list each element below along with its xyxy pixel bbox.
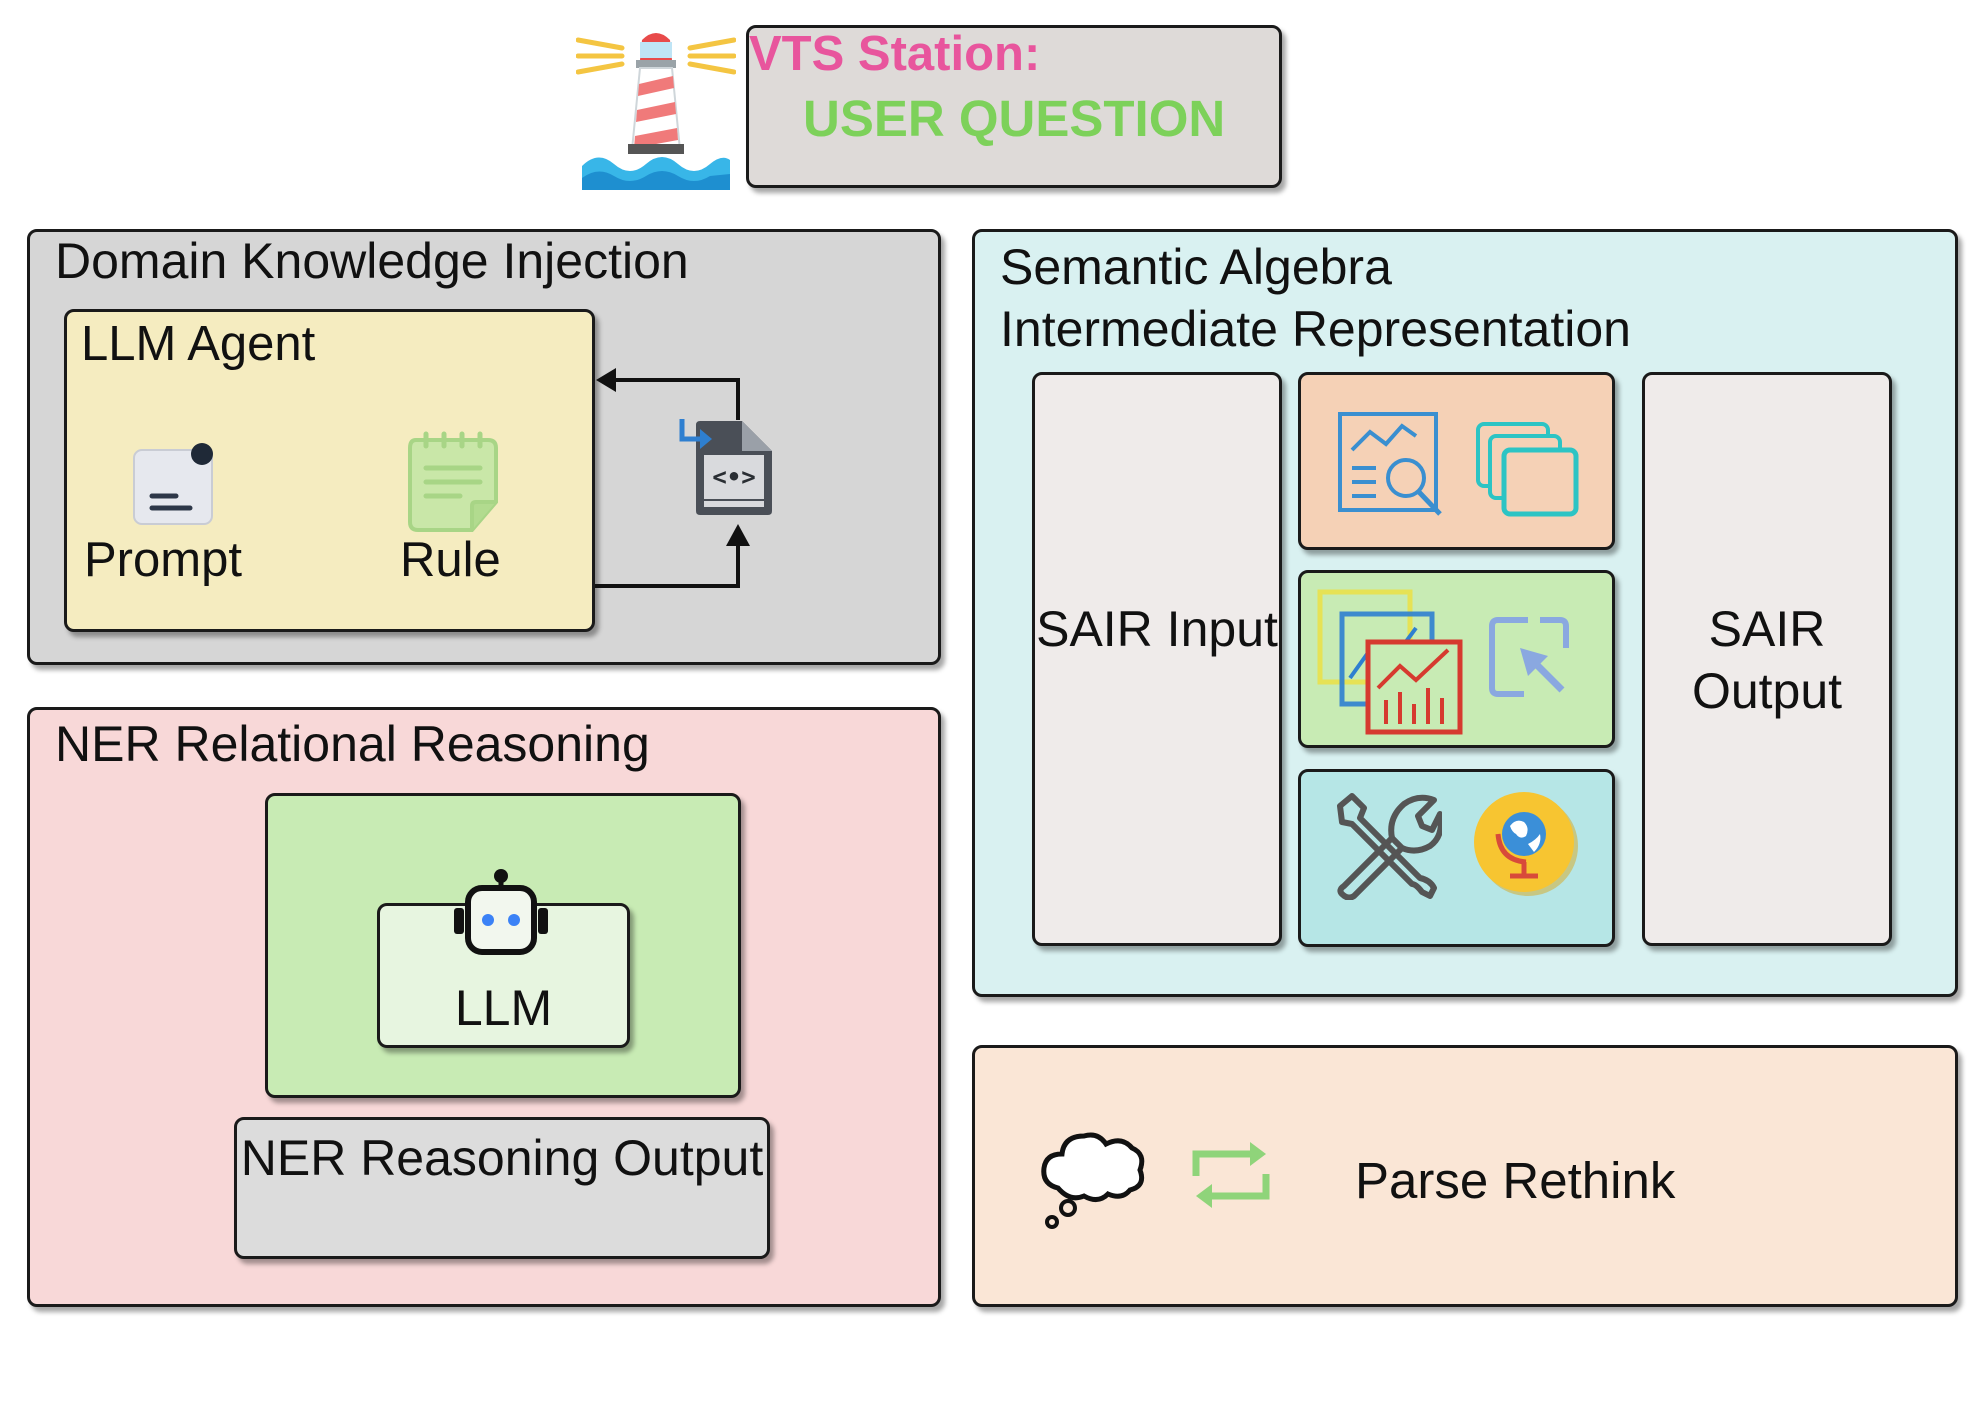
sair-title-line2: Intermediate Representation xyxy=(1000,301,1631,357)
ner-reasoning-title: NER Relational Reasoning xyxy=(55,716,650,772)
analytics-search-icon xyxy=(1338,412,1442,516)
domain-knowledge-title: Domain Knowledge Injection xyxy=(55,233,689,289)
thought-cloud-icon xyxy=(1041,1132,1145,1229)
prompt-note-icon xyxy=(133,443,213,525)
vts-station-label: VTS Station: xyxy=(749,27,1041,81)
sair-input-label: SAIR Input xyxy=(1036,601,1278,657)
globe-icon xyxy=(1474,792,1578,896)
robot-icon xyxy=(454,869,548,955)
llm-agent-title: LLM Agent xyxy=(81,317,316,371)
sair-title-line1: Semantic Algebra xyxy=(1000,239,1392,295)
layers-icon xyxy=(1476,422,1579,517)
cursor-icon xyxy=(1489,617,1569,697)
ner-output-label: NER Reasoning Output xyxy=(240,1130,764,1186)
repeat-icon xyxy=(1192,1142,1270,1208)
ner-output-box xyxy=(234,1117,770,1259)
vts-question-box xyxy=(746,25,1282,188)
feedback-arrows xyxy=(595,368,750,588)
user-question-label: USER QUESTION xyxy=(803,90,1226,147)
sair-input-box xyxy=(1032,372,1282,946)
sair-output-box xyxy=(1642,372,1892,946)
svg-text:<•>: <•> xyxy=(712,463,755,491)
tools-icon xyxy=(1337,793,1442,900)
lighthouse-icon xyxy=(576,33,736,190)
sair-title: Semantic Algebra Intermediate Representa… xyxy=(1000,236,1631,360)
parse-rethink-label: Parse Rethink xyxy=(1355,1152,1676,1209)
llm-label: LLM xyxy=(454,980,553,1036)
prompt-label: Prompt xyxy=(84,533,242,587)
rule-clipboard-icon xyxy=(408,431,498,532)
rule-label: Rule xyxy=(400,533,501,587)
sair-output-label: SAIR Output xyxy=(1691,601,1843,719)
code-file-icon: <•> xyxy=(679,419,772,515)
charts-icon xyxy=(1317,589,1463,735)
